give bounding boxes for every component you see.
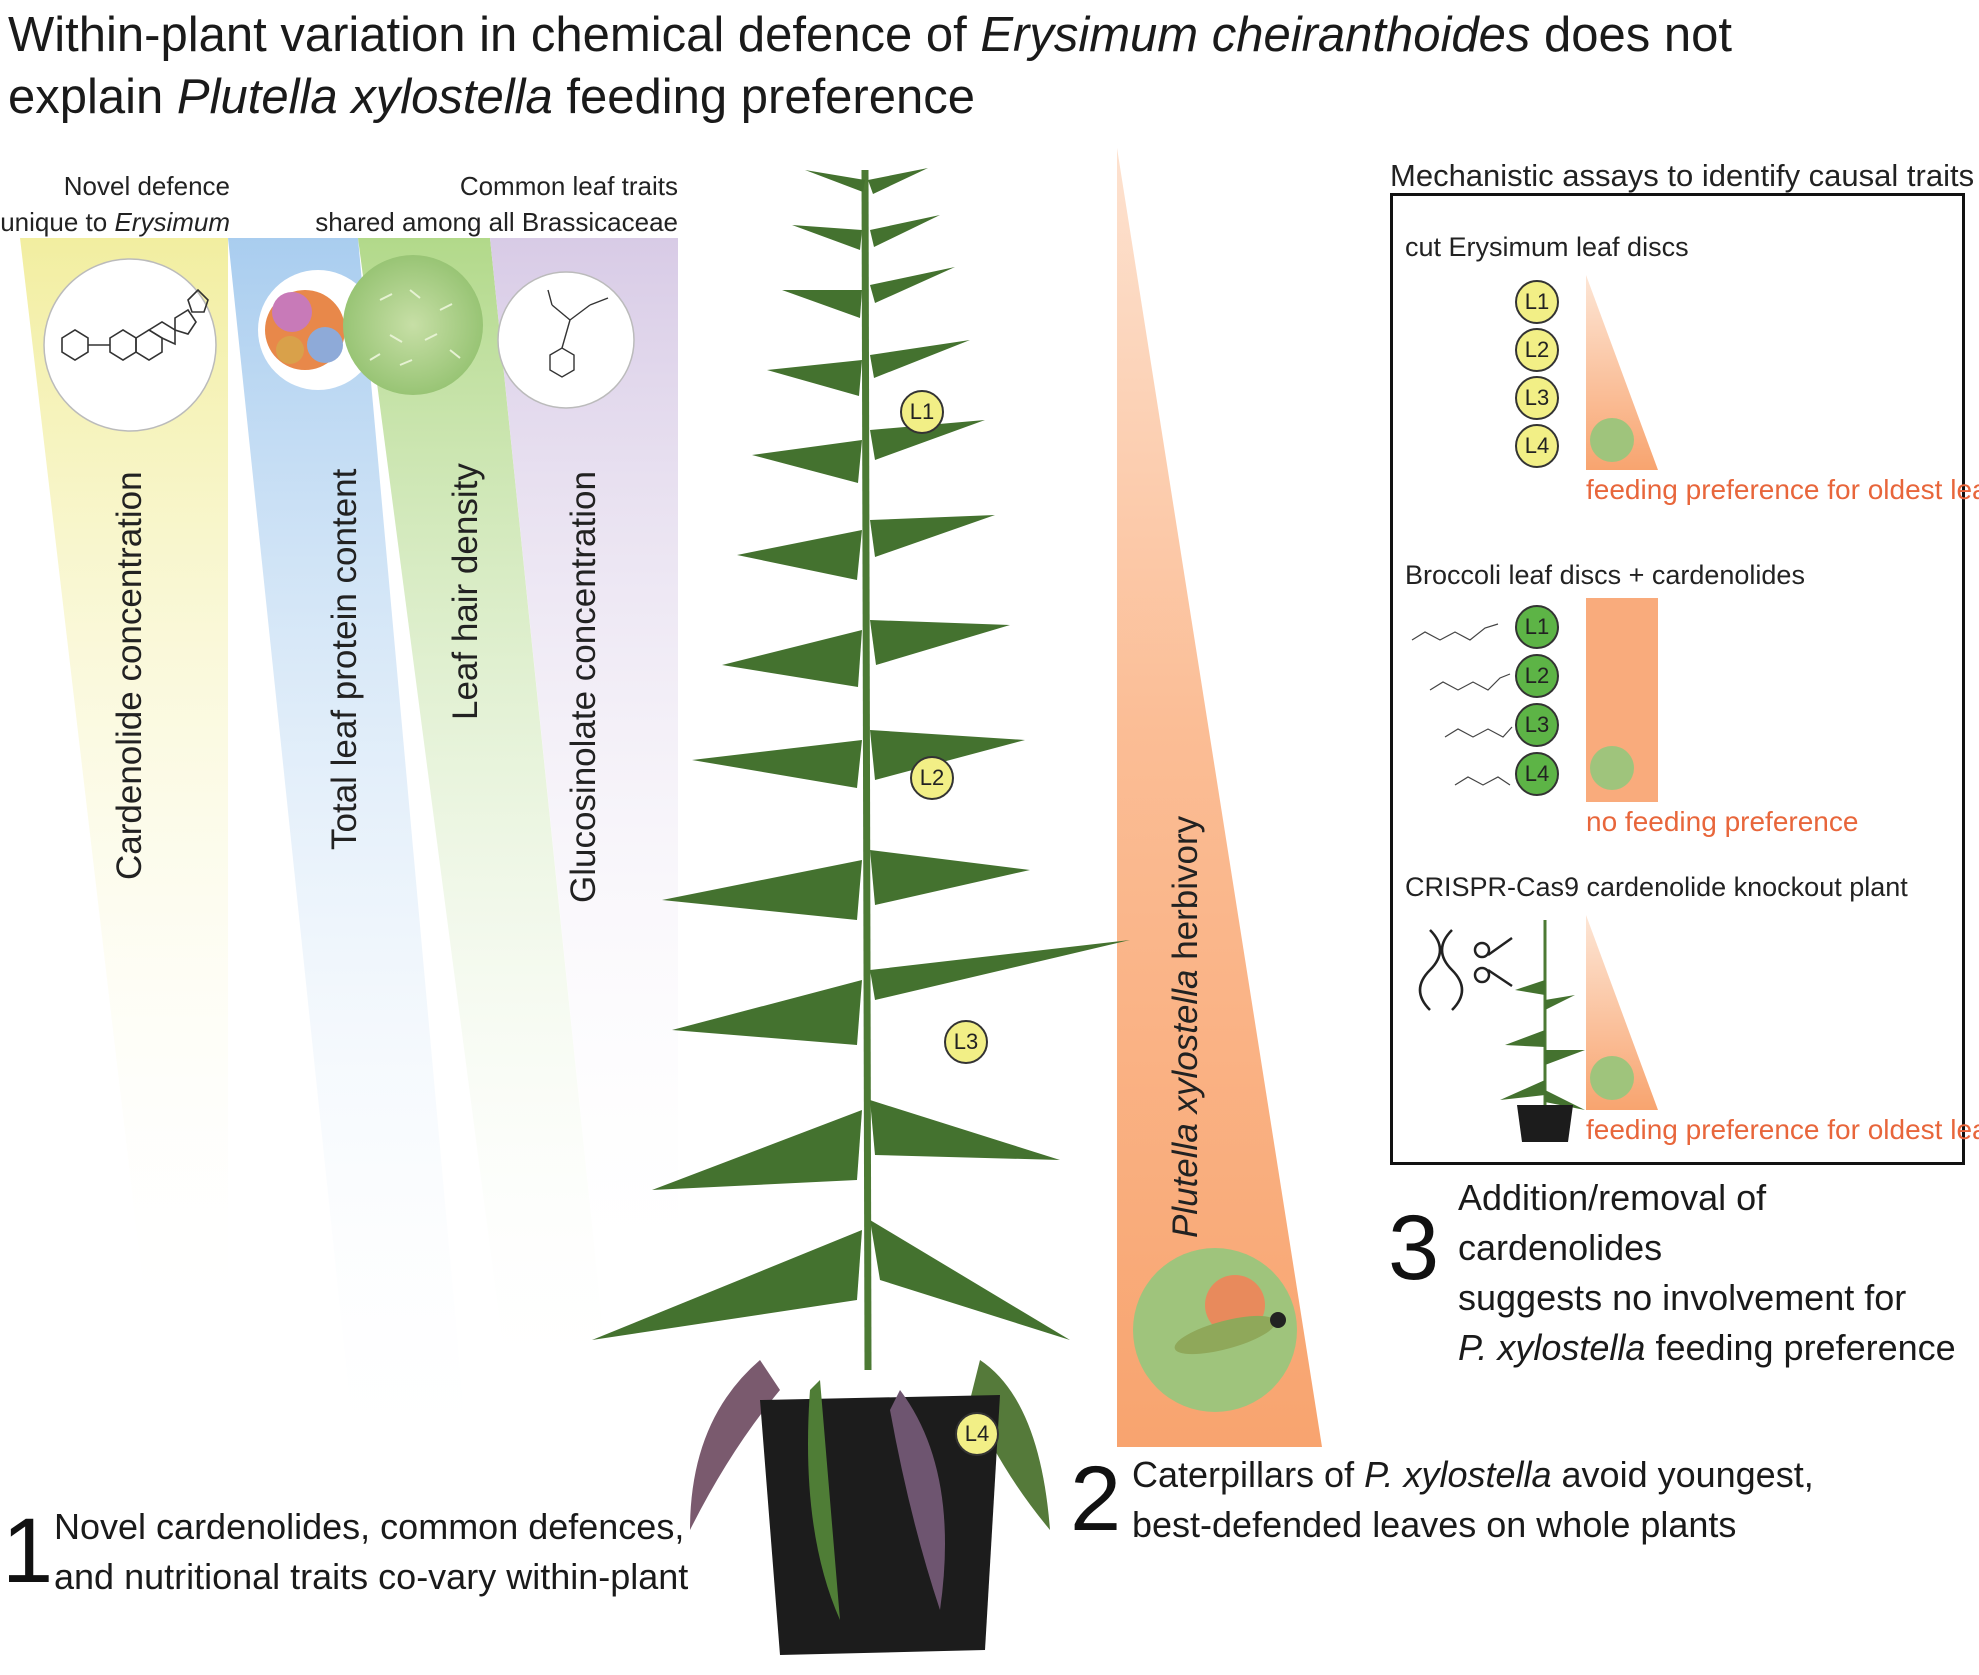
common-traits-header: Common leaf traits shared among all Bras… [315,171,678,237]
assay2-leaf-l2: L2 [1515,654,1559,698]
panel-title: Mechanistic assays to identify causal tr… [1390,158,1975,193]
band-cardenolide [20,238,228,1345]
assay2-leaf-l4: L4 [1515,752,1559,796]
assay1-leaf-l1: L1 [1515,280,1559,324]
cardenolide-structures-icon [1411,623,1513,786]
assay1-leaf-l2: L2 [1515,328,1559,372]
assay1-title: cut Erysimum leaf discs [1405,232,1689,262]
assay2-title: Broccoli leaf discs + cardenolides [1405,560,1805,590]
band-protein [228,238,470,1480]
leaf-hair-icon [343,255,483,395]
glucosinolate-label: Glucosinolate concentration [564,471,603,903]
assay1-leaf-l4: L4 [1515,424,1559,468]
assay2-leaf-l3: L3 [1515,703,1559,747]
plant-illustration [592,168,1130,1655]
section-3-caption: Addition/removal of cardenolides suggest… [1458,1177,1956,1368]
cardenolide-label: Cardenolide concentration [110,471,149,880]
section-1-caption: Novel cardenolides, common defences, and… [54,1506,689,1597]
assay2-result: no feeding preference [1586,806,1859,837]
section-1-number: 1 [2,1500,54,1602]
herbivory-label: Plutella xylostella herbivory [1166,815,1205,1238]
assay1-leaf-l3: L3 [1515,376,1559,420]
assay1-result: feeding preference for oldest leaf [1586,474,1979,505]
glucosinolate-molecule-icon [497,271,635,409]
novel-defence-header: Novel defence unique to Erysimum [0,171,230,237]
assay2-leaf-l1: L1 [1515,605,1559,649]
cardenolide-molecule-icon [43,258,217,432]
band-glucosinolate [490,238,678,1300]
hair-density-label: Leaf hair density [446,463,485,720]
herbivory-wedge [1117,148,1322,1447]
caterpillar-photo-icon [1133,1248,1297,1412]
knockout-plant-icon [1500,920,1585,1142]
band-hair [358,238,610,1400]
figure-title: Within-plant variation in chemical defen… [8,8,1733,124]
assay3-result: feeding preference for oldest leaf [1586,1114,1979,1145]
leaf-marker-l2: L2 [910,756,954,800]
assay3-title: CRISPR-Cas9 cardenolide knockout plant [1405,872,1908,902]
dna-scissors-icon [1418,929,1513,1011]
section-3-number: 3 [1388,1197,1440,1299]
leaf-marker-l3: L3 [944,1020,988,1064]
section-2-number: 2 [1070,1448,1122,1550]
leaf-marker-l1: L1 [900,390,944,434]
assays-panel [1390,193,1965,1165]
leaf-marker-l4: L4 [955,1412,999,1456]
section-2-caption: Caterpillars of P. xylostella avoid youn… [1132,1454,1814,1545]
protein-label: Total leaf protein content [325,468,364,850]
